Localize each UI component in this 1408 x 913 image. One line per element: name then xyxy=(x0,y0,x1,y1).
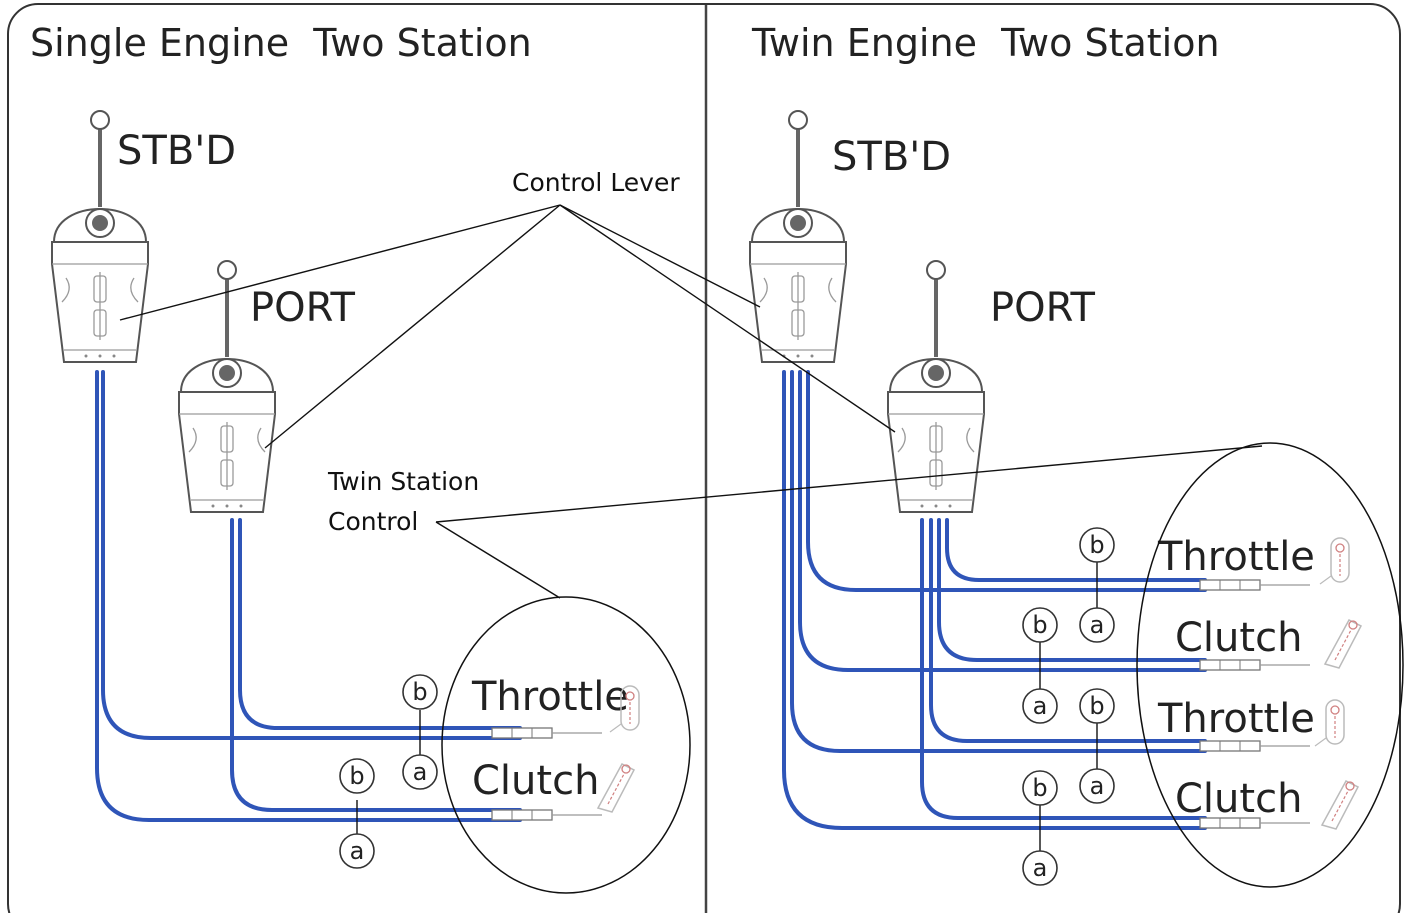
twin-cable-end-2 xyxy=(1199,659,1311,671)
twin-marker-2: a xyxy=(1079,607,1115,643)
twin-stbd-cable-4 xyxy=(782,370,1207,830)
twin-stbd-cable-1 xyxy=(806,370,1207,592)
single-throttle-cable-end xyxy=(491,727,603,739)
svg-text:b: b xyxy=(349,762,364,790)
single-engine-title: Single Engine Two Station xyxy=(30,21,532,65)
twin-clutch-label-1: Clutch xyxy=(1175,615,1302,661)
twin-throttle-label-2: Throttle xyxy=(1157,696,1315,742)
single-stbd-label: STB'D xyxy=(117,128,236,174)
twin-stbd-cable-3 xyxy=(790,370,1207,753)
twin-throttle-label-1: Throttle xyxy=(1157,534,1315,580)
svg-text:b: b xyxy=(1089,692,1104,720)
svg-text:a: a xyxy=(1033,692,1048,720)
single-throttle-label: Throttle xyxy=(471,674,629,720)
single-marker-b-upper: b xyxy=(402,674,438,710)
twin-cable-end-3 xyxy=(1199,740,1311,752)
twin-throttle-icon-1 xyxy=(1319,537,1350,585)
twin-marker-6: b xyxy=(1079,688,1115,724)
twin-marker-3: b xyxy=(1022,607,1058,643)
svg-text:b: b xyxy=(1032,774,1047,802)
single-clutch-cable-end xyxy=(491,809,603,821)
twin-station-callout-line2: Control xyxy=(328,507,418,536)
svg-text:a: a xyxy=(350,837,365,865)
single-actuator-halo xyxy=(441,596,691,894)
single-marker-a-upper: a xyxy=(402,754,438,790)
twin-port-cable-3 xyxy=(929,518,1207,743)
single-marker-b-lower: b xyxy=(339,758,375,794)
svg-text:b: b xyxy=(1032,611,1047,639)
twin-clutch-label-2: Clutch xyxy=(1175,776,1302,822)
svg-text:a: a xyxy=(413,758,428,786)
twin-port-cable-4 xyxy=(920,518,1207,820)
diagram-frame xyxy=(7,3,1401,913)
svg-text:a: a xyxy=(1090,611,1105,639)
twin-clutch-icon-1 xyxy=(1324,619,1362,669)
twin-marker-5: a xyxy=(1022,850,1058,886)
twin-marker-1: b xyxy=(1079,527,1115,563)
single-clutch-label: Clutch xyxy=(472,758,599,804)
single-stbd-throttle-cable xyxy=(101,370,522,740)
single-port-clutch-cable xyxy=(230,518,522,812)
twin-port-cable-2 xyxy=(937,518,1207,662)
twin-marker-7: b xyxy=(1022,770,1058,806)
single-port-label: PORT xyxy=(250,285,355,331)
twin-marker-8: a xyxy=(1079,768,1115,804)
twin-port-label: PORT xyxy=(990,285,1095,331)
twin-engine-panel: Twin Engine Two Station STB'D PORT Throt… xyxy=(748,21,1404,888)
twin-port-cable-1 xyxy=(945,518,1207,582)
twin-marker-4: a xyxy=(1022,688,1058,724)
single-marker-a-lower: a xyxy=(339,833,375,869)
twin-station-callout-line1: Twin Station xyxy=(327,467,479,496)
twin-actuator-halo xyxy=(1136,442,1404,888)
twin-station-callout: Twin Station Control xyxy=(327,445,1263,599)
svg-text:a: a xyxy=(1090,772,1105,800)
svg-text:b: b xyxy=(1089,531,1104,559)
single-clutch-icon xyxy=(597,763,635,813)
svg-text:a: a xyxy=(1033,854,1048,882)
twin-stbd-cable-2 xyxy=(798,370,1207,672)
twin-throttle-icon-2 xyxy=(1314,699,1345,747)
twin-cable-end-1 xyxy=(1199,579,1311,591)
twin-clutch-icon-2 xyxy=(1321,780,1359,830)
single-engine-panel: Single Engine Two Station STB'D PORT Thr… xyxy=(30,21,691,894)
control-lever-callout: Control Lever xyxy=(119,168,896,449)
control-lever-callout-label: Control Lever xyxy=(512,168,680,197)
twin-engine-title: Twin Engine Two Station xyxy=(751,21,1220,65)
single-port-throttle-cable xyxy=(238,518,522,730)
twin-port-control-lever xyxy=(886,259,986,514)
twin-stbd-label: STB'D xyxy=(832,134,951,180)
single-stbd-clutch-cable xyxy=(95,370,522,822)
svg-text:b: b xyxy=(412,678,427,706)
